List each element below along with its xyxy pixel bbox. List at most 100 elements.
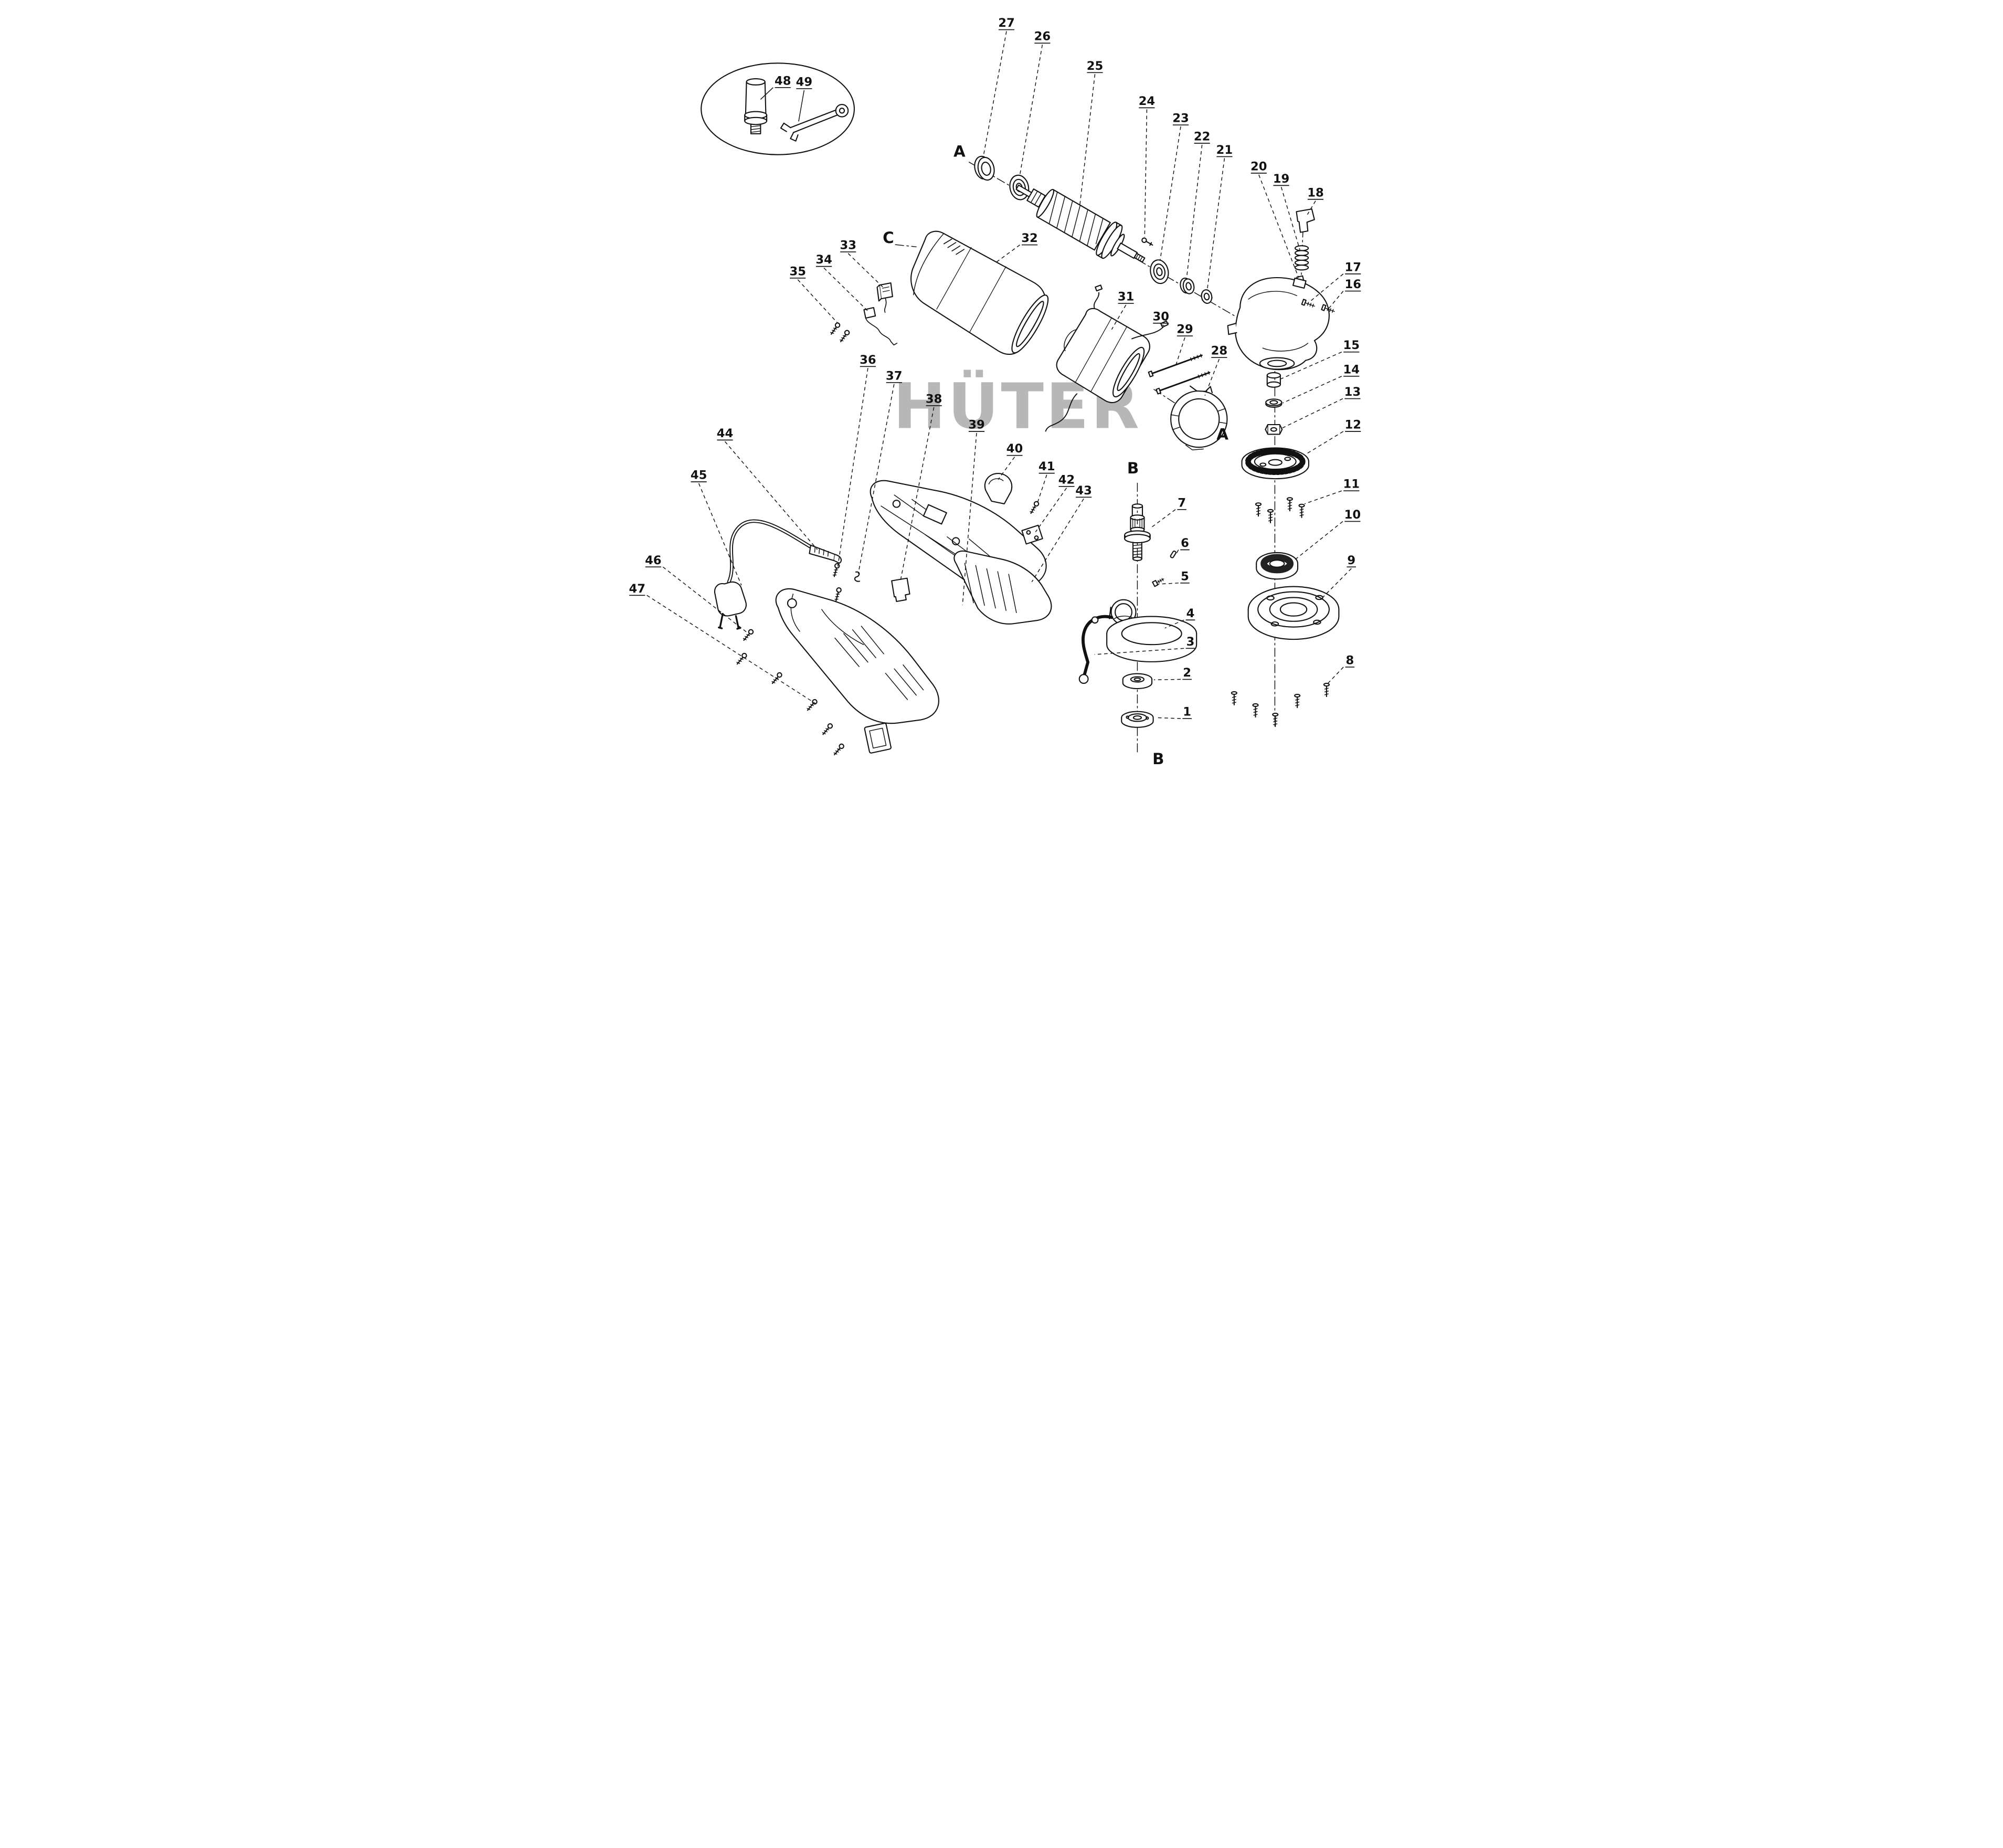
part-label-27: 27 xyxy=(998,16,1015,30)
leader-line-6 xyxy=(1175,550,1179,555)
section-letter-c-1: C xyxy=(883,229,894,247)
armature-25 xyxy=(1015,184,1145,263)
leader-line-9 xyxy=(1322,568,1352,598)
leader-line-43 xyxy=(1031,498,1084,583)
leader-line-11 xyxy=(1304,490,1342,504)
screw-35b xyxy=(838,329,851,344)
part-label-46: 46 xyxy=(645,554,662,567)
screw-24 xyxy=(1141,237,1153,246)
leader-line-36 xyxy=(837,368,868,567)
leader-line-42 xyxy=(1035,488,1067,532)
part-label-28: 28 xyxy=(1211,344,1227,358)
part-label-15: 15 xyxy=(1343,339,1360,352)
brush-cover xyxy=(864,722,892,754)
leader-line-31 xyxy=(1111,304,1126,330)
leader-line-3 xyxy=(1094,648,1184,655)
diagram-page: HÜTER xyxy=(581,0,1422,775)
screw-36b xyxy=(833,587,842,602)
part-label-17: 17 xyxy=(1344,260,1361,274)
stator-lead-wires xyxy=(1045,284,1169,432)
pin-wrench xyxy=(780,104,849,142)
leader-line-34 xyxy=(823,268,868,311)
part-label-48: 48 xyxy=(774,74,791,88)
part-label-23: 23 xyxy=(1172,112,1189,125)
screw-17 xyxy=(1301,299,1315,308)
part-label-35: 35 xyxy=(789,265,806,278)
part-label-40: 40 xyxy=(1006,442,1023,456)
stator-31 xyxy=(1056,308,1150,404)
screw-35a xyxy=(829,321,841,336)
part-label-43: 43 xyxy=(1075,484,1092,498)
switch-lever-40 xyxy=(984,473,1012,504)
accessories-inset-circle xyxy=(700,62,855,155)
leader-line-41 xyxy=(1036,474,1047,504)
leader-line-13 xyxy=(1282,398,1343,428)
leader-line-44 xyxy=(724,441,818,550)
part-label-11: 11 xyxy=(1343,478,1360,491)
lock-button-18 xyxy=(1295,208,1315,233)
bearing-23 xyxy=(1149,259,1169,284)
screws-8 xyxy=(1231,682,1330,727)
part-label-39: 39 xyxy=(968,418,985,432)
ball-bearing-10 xyxy=(1255,552,1298,580)
leader-line-33 xyxy=(847,253,883,288)
part-label-19: 19 xyxy=(1273,172,1289,186)
lock-spring-19 xyxy=(1294,245,1309,271)
washer-14 xyxy=(1265,398,1282,408)
wheel-guard-4 xyxy=(1106,599,1197,662)
leader-line-49 xyxy=(798,90,804,122)
plate-42 xyxy=(1021,524,1043,545)
part-label-37: 37 xyxy=(886,369,903,383)
leader-line-15 xyxy=(1280,352,1342,379)
part-label-13: 13 xyxy=(1344,385,1361,399)
leader-line-29 xyxy=(1175,337,1185,366)
leader-line-12 xyxy=(1305,431,1343,455)
part-label-6: 6 xyxy=(1181,536,1189,550)
screws-11 xyxy=(1255,497,1305,524)
screw-5 xyxy=(1151,578,1164,587)
part-label-10: 10 xyxy=(1344,508,1361,522)
leader-line-45 xyxy=(698,483,742,586)
leader-lines xyxy=(646,31,1352,719)
leader-line-26 xyxy=(1019,44,1043,176)
part-label-26: 26 xyxy=(1034,30,1051,44)
part-label-7: 7 xyxy=(1178,496,1186,510)
section-letter-b-4: B xyxy=(1152,750,1164,768)
part-label-29: 29 xyxy=(1177,323,1193,336)
guard-clamp-3 xyxy=(1078,615,1113,684)
inner-flange-2 xyxy=(1122,673,1152,690)
part-label-41: 41 xyxy=(1038,460,1055,473)
part-label-14: 14 xyxy=(1343,363,1360,376)
leader-line-16 xyxy=(1328,291,1343,309)
leader-line-21 xyxy=(1206,158,1225,291)
spacer-15 xyxy=(1266,372,1281,388)
part-label-16: 16 xyxy=(1344,278,1361,291)
leader-line-20 xyxy=(1258,174,1299,278)
part-label-20: 20 xyxy=(1250,160,1267,173)
power-cable-44 xyxy=(727,519,842,584)
part-label-22: 22 xyxy=(1193,130,1210,143)
nut-13 xyxy=(1264,424,1283,435)
leader-line-17 xyxy=(1309,273,1343,302)
leader-line-25 xyxy=(1078,74,1095,208)
clip-37 xyxy=(854,571,860,582)
leader-line-8 xyxy=(1327,667,1344,684)
part-label-5: 5 xyxy=(1181,569,1189,583)
section-letter-a-0: A xyxy=(953,142,965,160)
part-label-38: 38 xyxy=(925,393,942,406)
part-label-47: 47 xyxy=(629,582,645,596)
part-label-25: 25 xyxy=(1086,59,1103,73)
screw-36a xyxy=(831,562,840,578)
leader-line-2 xyxy=(1153,679,1181,680)
leader-line-5 xyxy=(1157,583,1179,585)
leader-line-22 xyxy=(1185,144,1202,280)
axis-c xyxy=(895,244,917,248)
leader-line-46 xyxy=(662,566,748,633)
part-labels: 1234567891011121314151617181920212223242… xyxy=(629,16,1361,768)
housing-cover-lower-43 xyxy=(953,550,1052,625)
leader-line-23 xyxy=(1159,126,1181,261)
leader-line-28 xyxy=(1204,358,1220,396)
part-label-45: 45 xyxy=(690,469,707,482)
power-plug-45 xyxy=(714,581,747,630)
spindle-7 xyxy=(1124,503,1151,562)
